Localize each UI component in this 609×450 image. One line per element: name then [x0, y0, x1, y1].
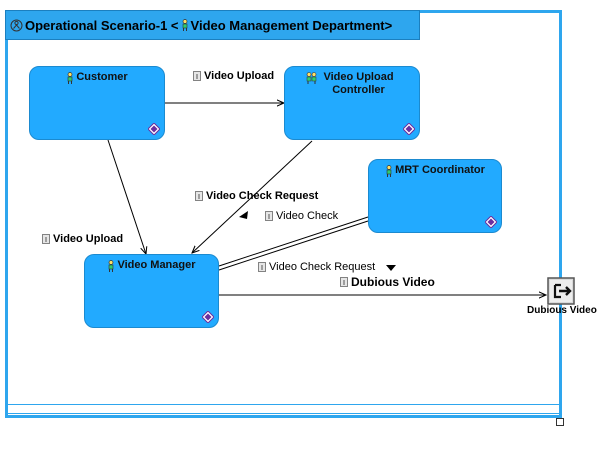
diagram-title-tab[interactable]: Operational Scenario-1 < Video Managemen…	[5, 10, 420, 40]
lifeline-video-manager-label: Video Manager	[117, 259, 196, 271]
edge-controller-to-manager[interactable]	[192, 140, 313, 253]
lifeline-customer-label: Customer	[76, 71, 128, 83]
controller-icon	[306, 72, 316, 84]
message-icon	[193, 71, 201, 81]
edge-manager-mrt-link-a[interactable]	[218, 216, 369, 267]
edge-manager-mrt-link-b[interactable]	[218, 220, 369, 271]
boundary-exit-icon[interactable]	[547, 277, 577, 305]
edge-label-video-upload-top[interactable]: Video Upload	[193, 70, 274, 82]
direction-arrow-up	[239, 211, 248, 219]
person-icon	[182, 19, 187, 31]
edge-customer-to-manager[interactable]	[107, 139, 146, 254]
lifeline-video-manager[interactable]: Video Manager	[84, 254, 219, 328]
diagram-title: Operational Scenario-1 <	[25, 17, 179, 33]
message-icon	[195, 191, 203, 201]
edge-label-video-check-request-lower[interactable]: Video Check Request	[258, 261, 375, 273]
boundary-label: Dubious Video	[527, 305, 597, 316]
lifeline-video-upload-controller[interactable]: Video Upload Controller	[284, 66, 420, 140]
lifeline-video-upload-controller-label: Video Upload Controller	[323, 71, 394, 96]
direction-arrow-down	[386, 265, 396, 271]
edge-label-video-check-request-upper[interactable]: Video Check Request	[195, 190, 318, 202]
person-icon	[67, 72, 73, 84]
message-icon	[258, 262, 266, 272]
message-icon	[265, 211, 273, 221]
lifeline-mrt-coordinator-label: MRT Coordinator	[395, 164, 485, 176]
decomposition-diamond-icon[interactable]	[485, 216, 497, 228]
message-icon	[340, 277, 348, 287]
resize-handle-icon[interactable]	[556, 418, 564, 426]
edge-label-dubious-video[interactable]: Dubious Video	[340, 275, 435, 289]
frame-bottom-band	[8, 404, 559, 414]
diagram-title-context: Video Management Department>	[190, 17, 393, 33]
decomposition-diamond-icon[interactable]	[403, 123, 415, 135]
person-icon	[386, 165, 392, 177]
edge-label-video-check[interactable]: Video Check	[265, 210, 338, 222]
edge-label-video-upload-left[interactable]: Video Upload	[42, 233, 123, 245]
person-icon	[109, 260, 114, 272]
lifeline-mrt-coordinator[interactable]: MRT Coordinator	[368, 159, 502, 233]
lifeline-customer[interactable]: Customer	[29, 66, 165, 140]
decomposition-diamond-icon[interactable]	[148, 123, 160, 135]
message-icon	[42, 234, 50, 244]
decomposition-diamond-icon[interactable]	[202, 311, 214, 323]
scenario-icon	[10, 19, 23, 31]
